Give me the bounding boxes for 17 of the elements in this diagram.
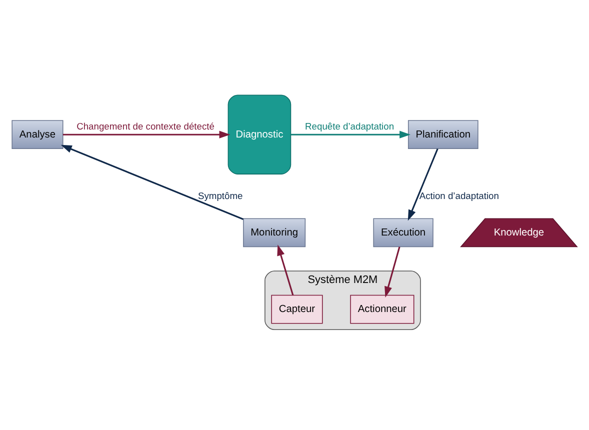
- arrow: [384, 246, 400, 297]
- node-box: Diagnostic: [228, 94, 292, 174]
- arrow: [408, 148, 438, 220]
- edge-label: Requête d’adaptation: [305, 121, 394, 132]
- edge-label: Action d’adaptation: [419, 190, 499, 200]
- node-box: Actionneur: [350, 294, 414, 324]
- node-box: Planification: [408, 120, 478, 149]
- arrow: [62, 130, 230, 138]
- node-box: Monitoring: [243, 218, 306, 247]
- edge-label: Symptôme: [198, 190, 243, 200]
- arrow: [60, 144, 244, 220]
- edge-label: Changement de contexte détecté: [76, 121, 214, 132]
- arrow: [277, 244, 294, 295]
- node-box: Analyse: [12, 120, 64, 149]
- node-box: Exécution: [373, 218, 434, 247]
- arrow: [290, 130, 411, 138]
- node-box: Capteur: [271, 294, 323, 324]
